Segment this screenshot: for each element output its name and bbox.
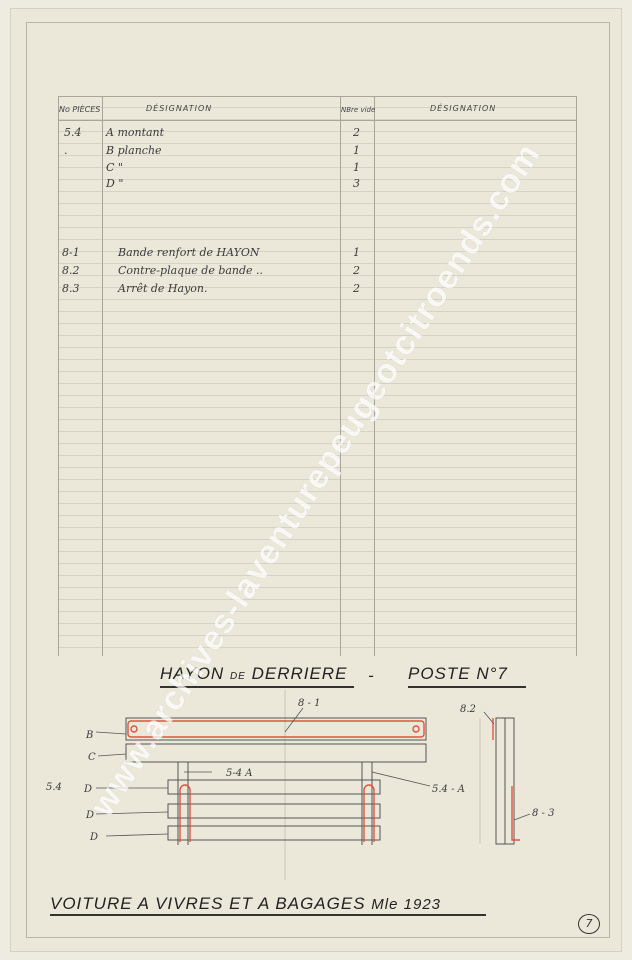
title-derriere: DERRIERE [251, 664, 348, 683]
border-frame [26, 22, 610, 938]
table-col-line [340, 96, 341, 656]
header-designation-left: DÉSIGNATION [146, 104, 213, 113]
row-piece: 8.2 [62, 264, 80, 277]
label-5-4-left: 5.4 [46, 782, 62, 793]
row-quantity: 1 [353, 144, 360, 157]
row-designation: C " [106, 161, 123, 174]
title-hayon: HAYON [160, 664, 225, 683]
row-designation: Arrêt de Hayon. [118, 282, 208, 295]
label-8-3: 8 - 3 [532, 808, 554, 819]
row-quantity: 1 [353, 161, 360, 174]
label-d3: D [89, 832, 98, 843]
page-number: 7 [578, 914, 600, 934]
label-b: B [85, 730, 93, 741]
row-designation: B planche [106, 144, 162, 157]
header-pieces: No PIÈCES [59, 105, 101, 114]
table-header-line [58, 120, 576, 121]
footer-title-text: VOITURE A VIVRES ET A BAGAGES [50, 894, 366, 913]
row-piece: 8.3 [62, 282, 80, 295]
footer-model: Mle 1923 [371, 896, 442, 913]
row-designation: D " [106, 177, 124, 190]
label-8-2: 8.2 [460, 704, 476, 715]
row-designation: Contre-plaque de bande .. [118, 264, 264, 277]
label-8-1: 8 - 1 [298, 698, 320, 709]
table-col-line [102, 96, 103, 656]
table-col-line [58, 96, 59, 656]
label-5-4-right: 5.4 - A [432, 784, 465, 795]
row-piece: . [64, 144, 68, 157]
header-nb: NBre vide [341, 106, 376, 114]
header-designation-right: DÉSIGNATION [430, 104, 497, 113]
row-quantity: 2 [353, 126, 360, 139]
footer-title: VOITURE A VIVRES ET A BAGAGES Mle 1923 [50, 894, 441, 914]
poste-underline [408, 686, 526, 688]
row-designation: A montant [106, 126, 165, 139]
row-designation: Bande renfort de HAYON [118, 246, 260, 259]
table-top-line [58, 96, 576, 97]
poste-label: POSTE N°7 [408, 664, 508, 683]
row-piece: 8-1 [62, 246, 80, 259]
title-underline [160, 686, 354, 688]
table-col-line [374, 96, 375, 656]
label-d2: D [85, 810, 94, 821]
footer-underline [50, 914, 486, 916]
row-quantity: 2 [353, 264, 360, 277]
label-5-4-mid: 5-4 A [226, 768, 253, 779]
row-piece: 5.4 [64, 126, 82, 139]
title-dash: - [368, 666, 375, 685]
label-c: C [88, 752, 96, 763]
drawing-title: HAYON DE DERRIERE [160, 664, 347, 684]
row-quantity: 2 [353, 282, 360, 295]
label-d1: D [83, 784, 92, 795]
row-quantity: 1 [353, 246, 360, 259]
title-de: DE [229, 671, 246, 682]
table-col-line [576, 96, 577, 656]
ruled-table-area [58, 96, 576, 654]
row-quantity: 3 [353, 177, 360, 190]
